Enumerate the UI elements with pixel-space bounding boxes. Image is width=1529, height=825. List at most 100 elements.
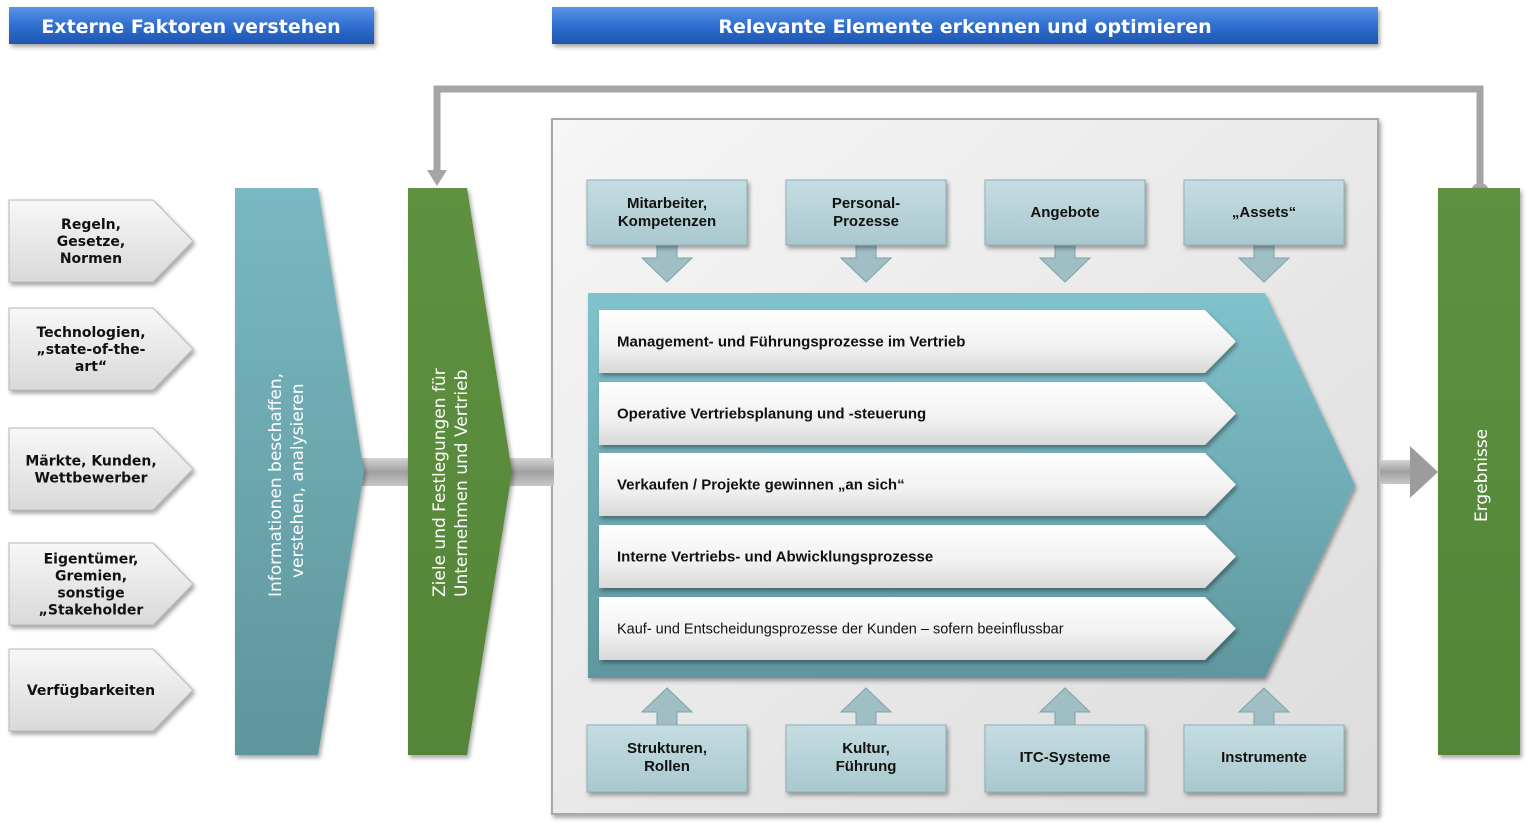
down-arrow-icon (839, 243, 893, 283)
process-list: Management- und Führungsprozesse im Vert… (599, 310, 1236, 660)
stage-goals-shape (408, 188, 512, 755)
process-row-label: Verkaufen / Projekte gewinnen „an sich“ (617, 477, 905, 494)
input-bottom-label: Rollen (644, 758, 690, 775)
input-top-label: Mitarbeiter, (627, 195, 707, 212)
stage-analyze-line-1: Informationen beschaffen, (266, 373, 286, 597)
feedback-line (433, 85, 1484, 188)
external-factor-shape (8, 427, 194, 511)
connector-bar-1 (360, 458, 412, 486)
input-bottom-item: Kultur,Führung (785, 687, 947, 793)
header-right-bg (552, 7, 1378, 44)
external-factor-shape (8, 648, 194, 732)
input-bottom-label: Führung (836, 758, 897, 775)
stage-goals-line-1: Ziele und Festlegungen für (430, 368, 450, 597)
external-factor-item: Verfügbarkeiten (8, 648, 194, 732)
external-factor-label: „Stakeholder (39, 603, 144, 619)
input-top-label: Kompetenzen (618, 213, 716, 230)
header-relevant-elements: Relevante Elemente erkennen und optimier… (552, 7, 1378, 44)
input-bottom-item: Strukturen,Rollen (586, 687, 748, 793)
stage-goals: Ziele und Festlegungen für Unternehmen u… (408, 188, 512, 755)
input-top-box (1183, 179, 1345, 246)
input-top-item: Mitarbeiter,Kompetenzen (586, 179, 748, 283)
input-bottom-box (586, 724, 748, 793)
process-row-shape (599, 597, 1236, 660)
external-factor-item: Technologien,„state-of-the-art“ (8, 307, 194, 391)
output-arrow (1380, 446, 1438, 498)
external-factor-label: Regeln, (61, 217, 121, 233)
input-bottom-label: ITC-Systeme (1020, 749, 1111, 766)
process-row-shape (599, 382, 1236, 445)
input-bottom-box (1183, 724, 1345, 793)
process-row: Verkaufen / Projekte gewinnen „an sich“ (599, 453, 1236, 516)
process-row: Interne Vertriebs- und Abwicklungsprozes… (599, 525, 1236, 588)
external-factor-label: sonstige (57, 586, 124, 602)
header-left-text: Externe Faktoren verstehen (41, 16, 340, 38)
up-arrow-icon (839, 687, 893, 727)
external-factor-label: Technologien, (36, 325, 145, 341)
process-row-shape (599, 453, 1236, 516)
input-top-item: „Assets“ (1183, 179, 1345, 283)
process-row-label: Operative Vertriebsplanung und -steuerun… (617, 406, 926, 423)
external-factor-label: Gesetze, (57, 234, 125, 250)
input-bottom-label: Strukturen, (627, 740, 707, 757)
stage-analyze: Informationen beschaffen, verstehen, ana… (235, 188, 364, 755)
inputs-top-list: Mitarbeiter,Kompetenzen Personal-Prozesse… (586, 179, 1345, 283)
output-arrow-shaft (1380, 460, 1412, 484)
up-arrow-icon (1237, 687, 1291, 727)
process-row: Kauf- und Entscheidungsprozesse der Kund… (599, 597, 1236, 660)
up-arrow-icon (640, 687, 694, 727)
stage-analyze-line-2: verstehen, analysieren (288, 383, 308, 578)
external-factor-label: Gremien, (55, 569, 127, 585)
input-top-label: Personal- (832, 195, 900, 212)
input-top-box (984, 179, 1146, 246)
input-bottom-box (785, 724, 947, 793)
external-factor-shape (8, 542, 194, 626)
output-arrowhead-icon (1410, 446, 1438, 498)
input-top-box (785, 179, 947, 246)
header-external-factors: Externe Faktoren verstehen (9, 7, 374, 44)
input-top-item: Personal-Prozesse (785, 179, 947, 283)
process-row-label: Interne Vertriebs- und Abwicklungsprozes… (617, 549, 933, 566)
stage-results-text: Ergebnisse (1472, 429, 1492, 522)
external-factor-label: „state-of-the- (37, 342, 146, 358)
external-factor-item: Regeln,Gesetze,Normen (8, 199, 194, 283)
header-right-text: Relevante Elemente erkennen und optimier… (718, 16, 1211, 38)
external-factor-shape (8, 307, 194, 391)
external-factor-shape (8, 199, 194, 283)
feedback-arrowhead-icon (427, 170, 447, 186)
input-bottom-item: Instrumente (1183, 687, 1345, 793)
input-bottom-label: Kultur, (842, 740, 890, 757)
input-top-label: „Assets“ (1232, 204, 1296, 221)
down-arrow-icon (1237, 243, 1291, 283)
up-arrow-icon (1038, 687, 1092, 727)
connector-bar-2 (508, 458, 554, 486)
down-arrow-icon (640, 243, 694, 283)
external-factor-label: Märkte, Kunden, (25, 454, 156, 470)
process-row-label: Kauf- und Entscheidungsprozesse der Kund… (617, 622, 1064, 638)
down-arrow-icon (1038, 243, 1092, 283)
stage-analyze-shape (235, 188, 364, 755)
external-factor-label: Wettbewerber (34, 471, 147, 487)
input-top-label: Prozesse (833, 213, 899, 230)
stage-results-shape (1438, 188, 1520, 755)
process-row: Management- und Führungsprozesse im Vert… (599, 310, 1236, 373)
external-factor-label: Verfügbarkeiten (27, 683, 155, 699)
process-row: Operative Vertriebsplanung und -steuerun… (599, 382, 1236, 445)
inputs-bottom-list: Strukturen,RollenKultur,FührungITC-Syste… (586, 687, 1345, 793)
external-factor-label: Normen (60, 251, 122, 267)
input-top-item: Angebote (984, 179, 1146, 283)
stage-goals-line-2: Unternehmen und Vertrieb (452, 370, 472, 597)
input-bottom-box (984, 724, 1146, 793)
external-factor-label: art“ (75, 359, 107, 375)
external-factor-item: Eigentümer,Gremien,sonstige„Stakeholder (8, 542, 194, 626)
input-top-box (586, 179, 748, 246)
stage-results: Ergebnisse (1438, 188, 1520, 755)
process-row-shape (599, 310, 1236, 373)
header-left-bg (9, 7, 374, 44)
external-factors-list: Regeln,Gesetze,NormenTechnologien,„state… (8, 199, 194, 732)
input-bottom-label: Instrumente (1221, 749, 1307, 766)
input-top-label: Angebote (1030, 204, 1099, 221)
input-bottom-item: ITC-Systeme (984, 687, 1146, 793)
process-row-label: Management- und Führungsprozesse im Vert… (617, 334, 965, 351)
